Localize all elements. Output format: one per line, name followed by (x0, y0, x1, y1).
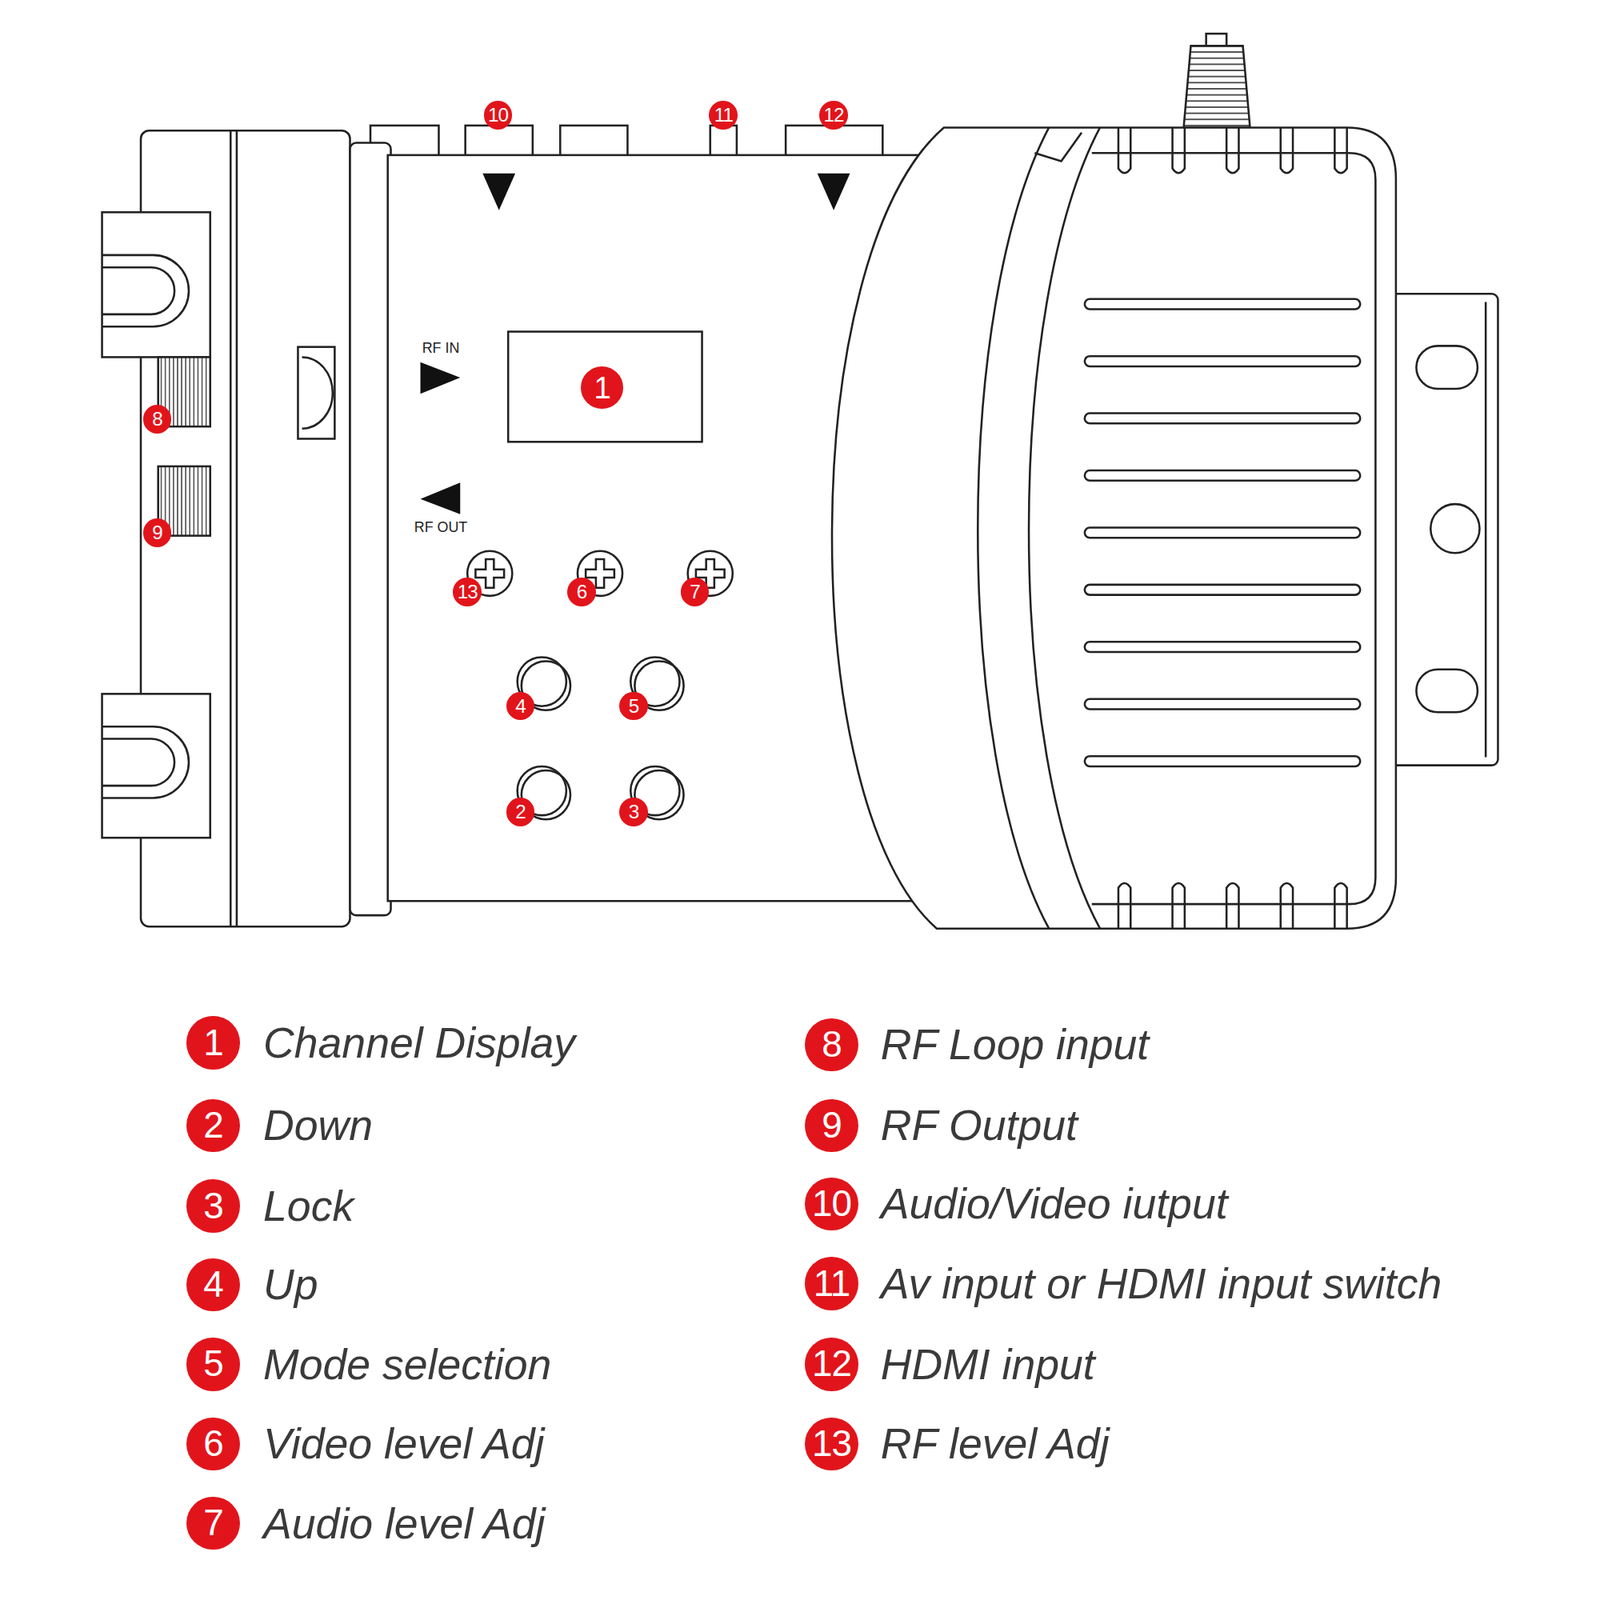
callout-number: 3 (186, 1179, 240, 1232)
callout-number: 6 (186, 1417, 240, 1471)
vent-slot (1084, 299, 1360, 310)
arrow-symbol (420, 362, 461, 395)
switch (710, 125, 737, 159)
legend-text: HDMI input (880, 1343, 1588, 1387)
bracket-line (1484, 302, 1488, 758)
callout-number: 12 (819, 100, 848, 130)
legend-text: Audio/Video iutput (880, 1182, 1588, 1226)
bracket-slot (1416, 669, 1478, 713)
arrow-symbol (482, 173, 516, 211)
mount-bracket (102, 212, 211, 357)
bracket-slot (102, 738, 176, 786)
callout-number: 4 (186, 1258, 240, 1312)
mount-bracket (1388, 293, 1499, 765)
vent-slot (1084, 470, 1360, 481)
amplifier-housing (832, 127, 1396, 928)
latch-curve (302, 356, 333, 428)
bracket-slot (102, 267, 176, 315)
callout-number: 11 (804, 1256, 858, 1310)
arrow-symbol (420, 482, 461, 515)
callout-number: 2 (186, 1099, 240, 1152)
callout-number: 10 (484, 100, 513, 130)
housing-band (977, 127, 1049, 928)
screw-cross (475, 559, 504, 588)
port-label: RF IN (422, 341, 460, 356)
top-connector (560, 125, 628, 159)
bracket-slot (102, 726, 189, 798)
bracket-hole (1430, 504, 1480, 553)
latch (297, 347, 335, 440)
vent-slot (1084, 413, 1360, 424)
fin-slot (1226, 127, 1239, 173)
callout-number: 11 (708, 100, 738, 130)
callout-number: 9 (804, 1099, 858, 1152)
callout-number: 3 (619, 797, 648, 827)
fin-slot (1280, 883, 1293, 929)
fin-slot (1172, 883, 1185, 929)
housing-band (1034, 132, 1082, 162)
callout-number: 1 (580, 366, 624, 410)
legend-text: RF Loop input (880, 1023, 1588, 1067)
callout-number: 13 (452, 577, 482, 607)
port-label: RF OUT (414, 520, 468, 536)
cap-line (236, 130, 239, 927)
arrow-symbol (817, 173, 851, 211)
fin-slot (1334, 127, 1347, 173)
vent-slot (1084, 356, 1360, 367)
callout-number: 5 (186, 1337, 240, 1391)
antenna-connector (1184, 45, 1251, 128)
fin-slot (1172, 127, 1185, 173)
legend-text: RF level Adj (880, 1422, 1588, 1466)
body-step (350, 143, 392, 916)
callout-number: 10 (804, 1177, 858, 1231)
callout-number: 7 (680, 577, 710, 607)
callout-number: 4 (506, 692, 536, 721)
legend-text: Av input or HDMI input switch (880, 1262, 1588, 1306)
callout-number: 7 (186, 1496, 240, 1550)
callout-number: 12 (804, 1337, 858, 1391)
callout-number: 6 (567, 577, 596, 607)
vent-slot (1084, 527, 1360, 538)
vent-slot (1084, 699, 1360, 710)
channel-display (508, 332, 702, 443)
callout-number: 8 (143, 404, 172, 434)
vent-slot (1084, 756, 1360, 767)
fin-slot (1118, 127, 1131, 173)
fin-slot (1118, 883, 1131, 929)
legend-text: RF Output (880, 1104, 1588, 1148)
callout-number: 2 (506, 797, 536, 827)
callout-number: 5 (619, 692, 648, 721)
callout-number: 1 (186, 1016, 240, 1069)
fin-slot (1226, 883, 1239, 929)
legend-text: Audio level Adj (263, 1502, 1588, 1546)
bracket-slot (102, 255, 189, 327)
vent-slot (1084, 641, 1360, 652)
vent-slot (1084, 584, 1360, 596)
cap-line (229, 130, 232, 927)
callout-number: 13 (804, 1417, 858, 1471)
bracket-slot (1416, 345, 1478, 389)
callout-number: 8 (804, 1018, 858, 1072)
av-output-connector (465, 125, 533, 159)
mount-bracket (102, 693, 211, 838)
callout-number: 9 (143, 518, 172, 548)
hdmi-connector (785, 125, 883, 159)
fin-slot (1334, 883, 1347, 929)
fin-slot (1280, 127, 1293, 173)
